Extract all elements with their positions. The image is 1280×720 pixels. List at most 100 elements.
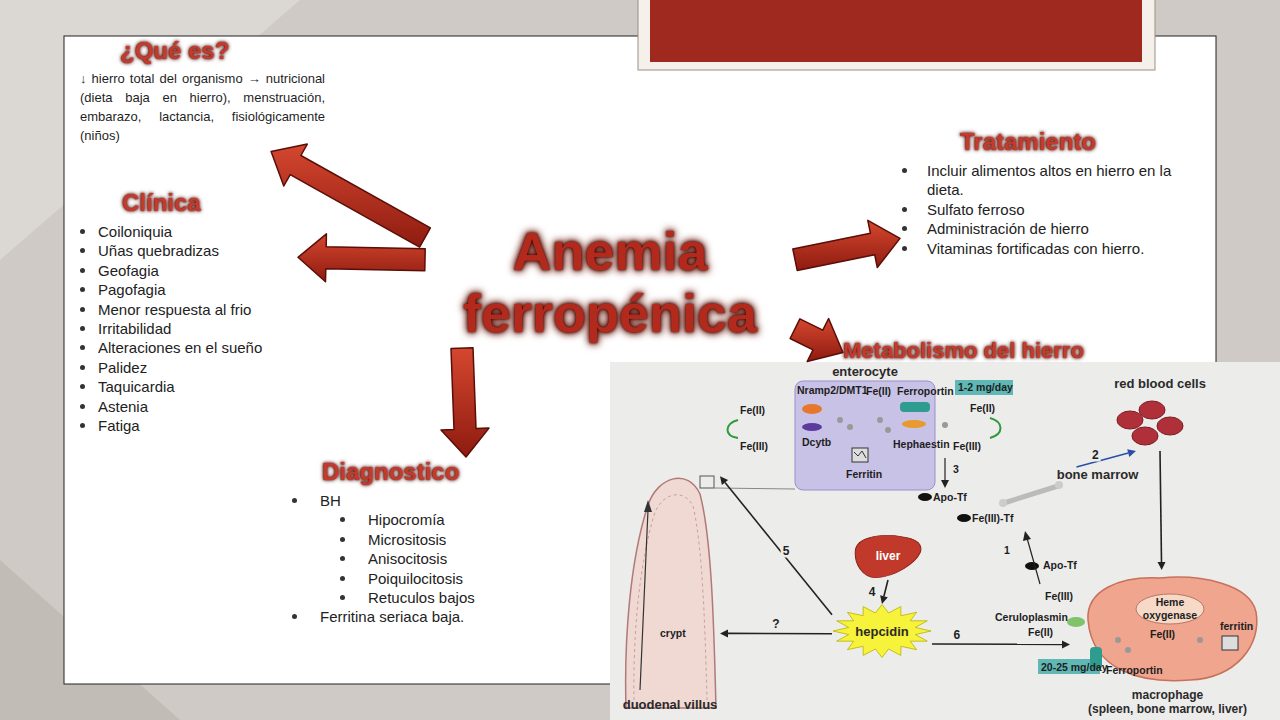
block-arrow-shape <box>298 234 425 282</box>
callout-label: Heme oxygenase <box>1140 596 1200 622</box>
connector-arrow <box>880 580 888 604</box>
villus <box>626 478 716 708</box>
block-arrow <box>790 319 843 362</box>
section-block: ¿Qué es?↓ hierro total del organismo → n… <box>80 36 325 151</box>
callout-label: crypt <box>660 627 686 640</box>
callout-label: 20-25 mg/day <box>1041 661 1108 674</box>
node-label: bone marrow <box>1057 467 1139 482</box>
arrowhead <box>941 480 949 488</box>
connector-arrow <box>1077 449 1137 467</box>
section-heading: Diagnostico <box>322 457 510 487</box>
heme-oxygenase <box>1136 594 1204 624</box>
callout-label: Ferroportin <box>1106 664 1163 677</box>
callout-label: Fe(II) <box>1028 626 1053 639</box>
block-arrow <box>441 348 489 457</box>
connector-line <box>1077 453 1129 467</box>
callout-label: Fe(III)-Tf <box>972 512 1013 525</box>
bullet-item: Menor respuesta al frio <box>78 300 298 319</box>
star-outline <box>833 605 931 658</box>
bullet-item: Vitaminas fortificadas con hierro. <box>900 239 1195 258</box>
block-arrow-shape <box>793 220 900 270</box>
arrowhead <box>1062 640 1070 648</box>
connector-arrow <box>720 629 832 637</box>
dcytb <box>802 423 822 431</box>
central-title: Anemia ferropénica <box>425 218 795 348</box>
block-arrow <box>271 144 430 247</box>
flow-arrow <box>944 458 945 482</box>
arrowhead <box>720 476 728 485</box>
bullet-item: Taquicardia <box>78 377 298 396</box>
dmt1-channel <box>802 404 822 414</box>
connector-line <box>728 633 832 635</box>
section-heading: Clínica <box>122 188 298 218</box>
connector-arrow <box>1158 451 1166 570</box>
callout-label: Fe(III) <box>1045 590 1073 603</box>
node-label: red blood cells <box>1114 376 1206 391</box>
block-arrow <box>793 220 900 270</box>
zoom-box <box>700 476 714 488</box>
bullet-item: Incluir alimentos altos en hierro en la … <box>900 161 1195 200</box>
edge-label: 6 <box>951 629 962 642</box>
arrowhead <box>644 500 652 512</box>
section-block: TratamientoIncluir alimentos altos en hi… <box>900 127 1195 258</box>
title-text: Anemia ferropénica <box>425 220 795 344</box>
section-heading: ¿Qué es? <box>120 36 325 66</box>
node-label: (spleen, bone marrow, liver) <box>1088 702 1247 716</box>
apo-transferrin <box>1025 562 1039 570</box>
callout-label: 1 <box>1004 544 1010 557</box>
callout-label: Fe(II) <box>740 404 765 417</box>
callout-label: Fe(II) <box>866 385 891 398</box>
bullet-item: Pagofagia <box>78 280 298 299</box>
arrowhead <box>1023 531 1031 541</box>
callout-label: Apo-Tf <box>1043 559 1077 572</box>
connector-line <box>932 643 1062 645</box>
node-label: liver <box>876 549 901 564</box>
bullet-item: Astenia <box>78 397 298 416</box>
transferrin <box>957 514 971 522</box>
callout-label: Fe(II) <box>1150 628 1175 641</box>
block-arrow-shape <box>790 319 843 362</box>
callout-label: ferritin <box>1220 620 1253 633</box>
ceruloplasmin <box>1067 617 1085 627</box>
organ-label-box: bone marrow <box>1045 467 1150 482</box>
cell-group: red blood cells <box>1080 376 1240 451</box>
callout-label: Ferritin <box>846 468 882 481</box>
node-label: duodenal villus <box>623 697 718 712</box>
bullet-item: Sulfato ferroso <box>900 200 1195 219</box>
bone <box>999 499 1007 507</box>
cell-label-box: enterocyte <box>790 364 940 379</box>
bullet-item: Fatiga <box>78 416 298 435</box>
callout-label: Ferroportin <box>897 385 954 398</box>
callout-label: Hephaestin <box>893 438 950 451</box>
connector-arrow <box>932 640 1070 648</box>
connector-line <box>725 482 832 614</box>
block-arrow-shape <box>441 348 489 457</box>
connector-line <box>1160 451 1162 562</box>
ferritin-icon <box>1222 636 1238 650</box>
arrowhead <box>880 595 888 604</box>
callout-label: 1-2 mg/day <box>958 381 1013 394</box>
rate-box <box>955 380 1013 395</box>
hepcidin-star: hepcidin <box>832 604 932 658</box>
callout-label: Fe(II) <box>970 402 995 415</box>
bullet-item: Geofagia <box>78 261 298 280</box>
section-block: Metabolismo del hierro <box>843 337 1143 368</box>
bullet-item: Anisocitosis <box>338 549 510 568</box>
callout-label: Ceruloplasmin <box>995 611 1068 624</box>
callout-label: Nramp2/DMT1 <box>797 384 868 397</box>
red-cells <box>1117 401 1183 445</box>
enterocyte-cell <box>795 381 935 490</box>
arrowhead <box>1127 449 1136 457</box>
zoom-line <box>714 488 795 489</box>
flow-arrow <box>1027 538 1040 584</box>
callout-label: Fe(III) <box>953 440 981 453</box>
block-arrow-shape <box>271 144 430 247</box>
liver-outline <box>855 535 921 577</box>
redox-arrow <box>990 418 1001 438</box>
header-bar <box>650 0 1142 62</box>
edge-label: ? <box>770 617 781 630</box>
apo-transferrin <box>918 493 932 501</box>
section-block: DiagnosticoBHHipocromíaMicrositosisAniso… <box>290 457 510 627</box>
arrowhead <box>1158 562 1166 570</box>
